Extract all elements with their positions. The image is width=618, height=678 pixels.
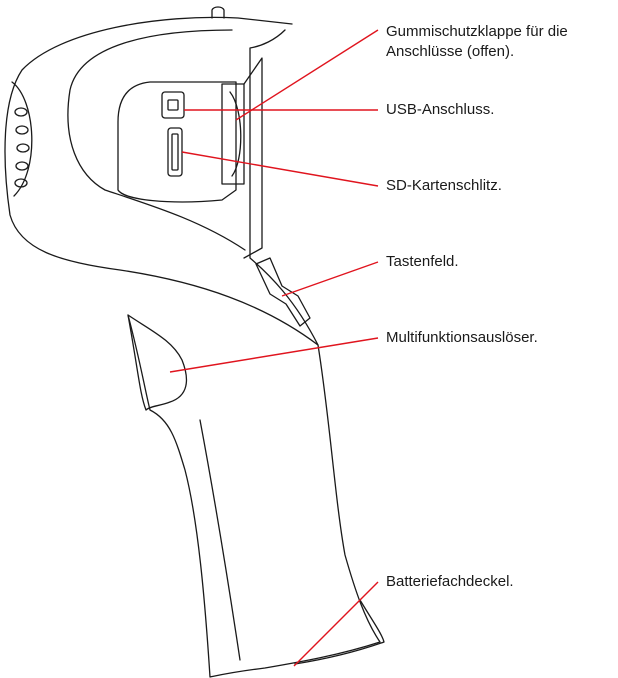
callout-trigger: Multifunktionsauslöser. bbox=[386, 328, 538, 348]
usb-port-inner bbox=[168, 100, 178, 110]
leader-line-flap bbox=[236, 30, 378, 120]
callout-rubber-flap: Gummischutzklappe für die Anschlüsse (of… bbox=[386, 22, 568, 62]
callout-battery-cover: Batteriefachdeckel. bbox=[386, 572, 514, 592]
callout-usb-port: USB-Anschluss. bbox=[386, 100, 494, 120]
grip-ridge bbox=[16, 126, 28, 134]
callout-usb-port-line-1: USB-Anschluss. bbox=[386, 100, 494, 120]
sd-slot bbox=[168, 128, 182, 176]
callout-battery-cover-line-1: Batteriefachdeckel. bbox=[386, 572, 514, 592]
sd-slot-inner bbox=[172, 134, 178, 170]
top-tab bbox=[212, 7, 224, 18]
leader-line-trigger bbox=[170, 338, 378, 372]
leader-line-sd bbox=[182, 152, 378, 186]
grip-ridge bbox=[15, 108, 27, 116]
leader-line-battery bbox=[294, 582, 378, 666]
usb-port bbox=[162, 92, 184, 118]
callout-sd-slot: SD-Kartenschlitz. bbox=[386, 176, 502, 196]
battery-cover bbox=[295, 600, 384, 664]
body-inner-contour bbox=[68, 30, 245, 250]
grip-ridge bbox=[16, 162, 28, 170]
callout-keypad-line-1: Tastenfeld. bbox=[386, 252, 459, 272]
callout-rubber-flap-line-1: Gummischutzklappe für die bbox=[386, 22, 568, 42]
callout-keypad: Tastenfeld. bbox=[386, 252, 459, 272]
callout-trigger-line-1: Multifunktionsauslöser. bbox=[386, 328, 538, 348]
rubber-flap-edge bbox=[244, 58, 262, 258]
leader-line-keypad bbox=[282, 262, 378, 296]
grip-ridge bbox=[17, 144, 29, 152]
front-face bbox=[250, 30, 318, 345]
callout-rubber-flap-line-2: Anschlüsse (offen). bbox=[386, 42, 568, 62]
trigger bbox=[128, 315, 186, 410]
callout-sd-slot-line-1: SD-Kartenschlitz. bbox=[386, 176, 502, 196]
